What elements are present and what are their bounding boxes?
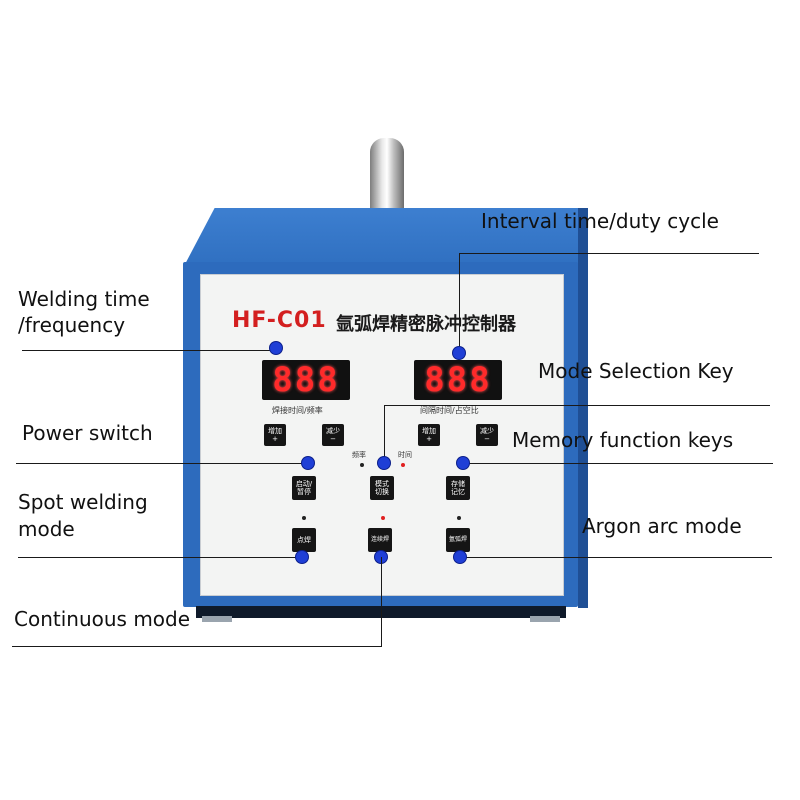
spot-mode-led xyxy=(302,516,306,520)
continuous-label: Continuous mode xyxy=(14,607,191,631)
model-title-cn: 氩弧焊精密脉冲控制器 xyxy=(336,314,516,335)
spot-weld-key[interactable]: 点焊 xyxy=(292,528,316,552)
continuous-leader-h xyxy=(12,646,382,647)
interval-callout-dot xyxy=(453,347,465,359)
memory-callout-dot xyxy=(457,457,469,469)
left-increase-key[interactable]: 增加 + xyxy=(264,424,286,446)
freq-indicator-label: 频率 xyxy=(352,451,366,459)
right-display-label: 间隔时间/占空比 xyxy=(420,406,479,415)
mode-selection-label: Mode Selection Key xyxy=(538,359,734,383)
argon-mode-led xyxy=(457,516,461,520)
continuous-leader-v xyxy=(381,557,382,647)
welding-label-line2: /frequency xyxy=(18,313,126,337)
power-callout-dot xyxy=(302,457,314,469)
welding-label-line1: Welding time xyxy=(18,287,150,311)
mode-leader-h xyxy=(384,405,770,406)
right-decrease-key[interactable]: 减少 − xyxy=(476,424,498,446)
argon-leader xyxy=(460,557,772,558)
left-display: 888 xyxy=(262,360,350,400)
spot-leader xyxy=(18,557,302,558)
model-number: HF-C01 xyxy=(232,308,327,333)
left-decrease-key[interactable]: 减少 − xyxy=(322,424,344,446)
welding-leader xyxy=(22,350,276,351)
case-top xyxy=(183,208,578,268)
right-foot xyxy=(530,616,560,622)
spot-label-line1: Spot welding xyxy=(18,490,148,514)
left-foot xyxy=(202,616,232,622)
mode-leader-v xyxy=(384,405,385,463)
mode-callout-dot xyxy=(378,457,390,469)
interval-leader-h xyxy=(459,253,759,254)
continuous-weld-key[interactable]: 连续焊 xyxy=(368,528,392,552)
power-switch-label: Power switch xyxy=(22,421,153,445)
right-display: 888 xyxy=(414,360,502,400)
interval-label: Interval time/duty cycle xyxy=(481,209,719,233)
spot-label-line2: mode xyxy=(18,517,75,541)
spot-callout-dot xyxy=(296,551,308,563)
time-indicator-led xyxy=(401,463,405,467)
left-display-label: 焊接时间/频率 xyxy=(272,406,323,415)
mode-switch-key[interactable]: 模式 切换 xyxy=(370,476,394,500)
power-leader xyxy=(16,463,308,464)
right-increase-key[interactable]: 增加 + xyxy=(418,424,440,446)
memory-label: Memory function keys xyxy=(512,428,734,452)
interval-leader-v xyxy=(459,253,460,353)
memory-store-key[interactable]: 存储 记忆 xyxy=(446,476,470,500)
continuous-mode-led xyxy=(381,516,385,520)
argon-label: Argon arc mode xyxy=(582,514,742,538)
time-indicator-label: 时间 xyxy=(398,451,412,459)
start-pause-key[interactable]: 启动/ 暂停 xyxy=(292,476,316,500)
argon-callout-dot xyxy=(454,551,466,563)
case-side xyxy=(578,208,588,608)
memory-leader xyxy=(463,463,773,464)
argon-weld-key[interactable]: 氩弧焊 xyxy=(446,528,470,552)
freq-indicator-led xyxy=(360,463,364,467)
welding-callout-dot xyxy=(270,342,282,354)
